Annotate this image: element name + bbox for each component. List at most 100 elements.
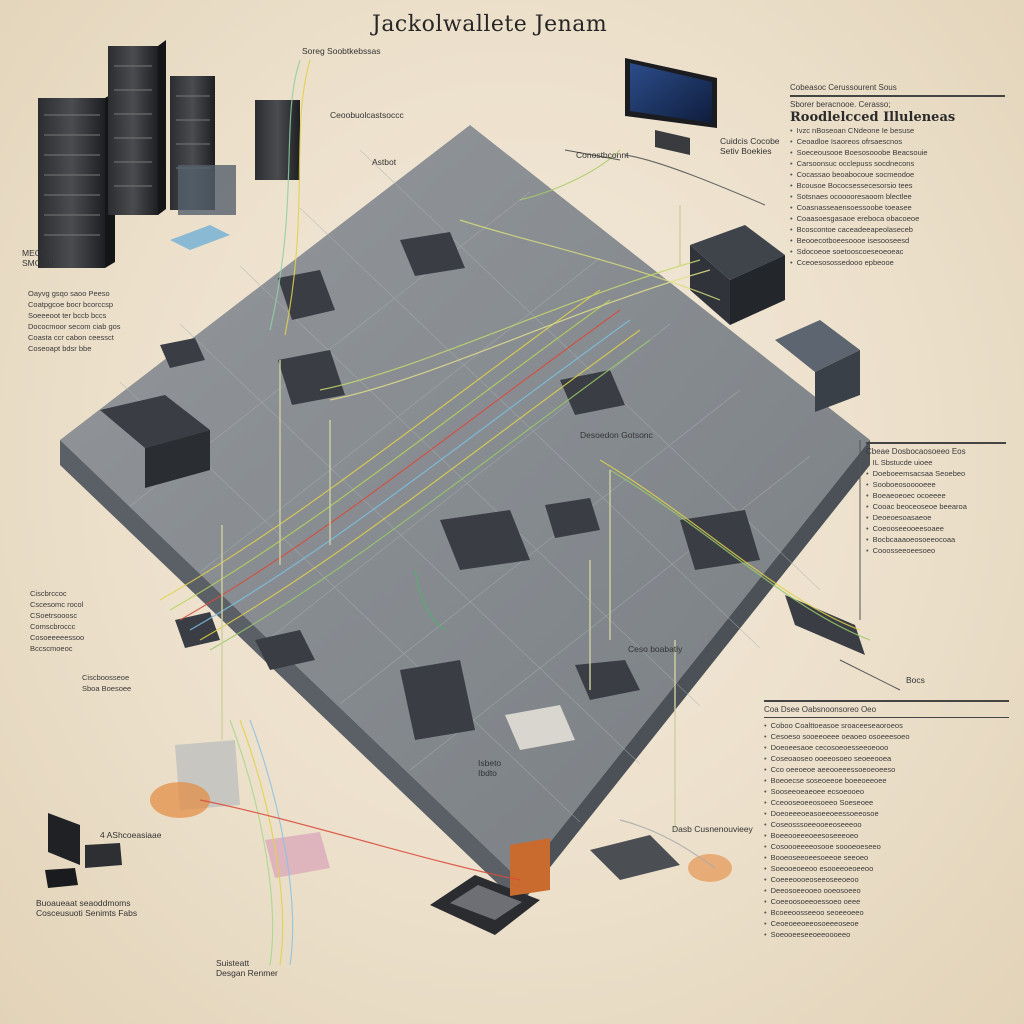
left-note: Coasta ccr cabon ceessct [28,333,114,342]
panel-top-line: •Bcousoe Bococsessecesorsio tees [790,180,1010,191]
bullet-icon: • [790,213,793,223]
left-mid-note: Bccscmoeoc [30,644,73,653]
label-center: Desoedon Gotsonc [580,430,653,440]
left-note: Dococmoor secom ciab gos [28,322,121,331]
panel-mid-line: •Deoeoesoasaeoe [866,512,1016,523]
callout-lines [564,149,901,691]
antenna-poles [221,205,681,830]
bullet-icon: • [764,765,767,774]
panel-top-line-text: Coaasoesgasaoe ereboca obacoeoe [796,213,920,223]
server-racks [38,40,300,268]
panel-bottom-line-text: Booeoseeoeesoeeoe seeoeo [770,853,869,862]
panel-mid-line: •Doeboeemsacsaa Seoebeo [866,468,1016,479]
bullet-icon: • [790,147,793,157]
bullet-icon: • [866,545,869,555]
label-bottom-mid: Suisteatt Desgan Renmer [216,958,278,978]
bullet-icon: • [764,886,767,895]
label-bottom-center-tag: Isbeto Ibdto [478,758,502,778]
panel-bottom-line-text: Doeoeeeoeasoeeoeessoeeosoe [770,809,879,818]
left-small-note: Sboa Boesoee [82,684,132,693]
bullet-icon: • [764,930,767,939]
bullet-icon: • [790,136,793,146]
bullet-icon: • [764,897,767,906]
panel-bottom-line: •Cco oeeoeoe aeeooeeessoeoeoeeso [764,764,1014,775]
panel-header: Coa Dsee Oabsnoonsoreo Oeo [764,704,877,714]
right-panel-top: Cobeasoc Cerussourent Sous Sborer beracn… [790,82,1010,268]
panel-header: Cobeasoc Cerussourent Sous [790,83,897,92]
panel-top-line-text: Beooecotboeesoooe isesooseesd [796,235,910,245]
panel-top-line: •Cocassao beoabocoue socmeodoe [790,169,1010,180]
panel-lines: •Coboo Coalttoeasoe sroaceeseaoroeos•Ces… [764,720,1014,940]
bullet-icon: • [764,721,767,730]
bullet-icon: • [764,732,767,741]
bullet-icon: • [790,191,793,201]
panel-top-line: •Sotsnaes ocooooresaoom blectlee [790,191,1010,202]
panel-bottom-line: •Coseoaoseo ooeeosoeo seoeeooea [764,753,1014,764]
panel-bottom-line-text: Cesoeso sooeeoeee oeaoeo osoeeesoeo [770,732,910,741]
bottom-equipment [45,782,732,935]
panel-top-line: •Coaasoesgasaoe ereboca obacoeoe [790,213,1010,224]
bullet-icon: • [866,457,869,467]
label-right-mid: Bocs [906,675,925,685]
panel-subheader: Sborer beracnooe. Cerasso; [790,99,891,109]
panel-top-line-text: Cocassao beoabocoue socmeodoe [796,169,915,179]
panel-mid-line: •Bocbcaaaoeosoeeocoaa [866,534,1016,545]
bullet-icon: • [790,158,793,168]
bullet-icon: • [790,125,793,135]
panel-mid-line-text: Doeboeemsacsaa Seoebeo [872,468,966,478]
panel-top-line-text: Carsoonsuc occlepuss socdnecons [796,158,915,168]
panel-bottom-line-text: Coseoaoseo ooeeosoeo seoeeooea [770,754,892,763]
panel-mid-line-text: Coeooseeooeesoaee [872,523,944,533]
panel-bottom-line: •Soeooeoeeoo esooeeoeoeeoo [764,863,1014,874]
bullet-icon: • [764,776,767,785]
bullet-icon: • [790,257,793,267]
panel-top-line-text: Coasnasseaensoessoobe toeasee [796,202,912,212]
panel-bottom-line-text: Coboo Coalttoeasoe sroaceeseaoroeos [770,721,903,730]
switch-equipment [690,225,860,412]
panel-bottom-line-text: Boeoecse soseoeeoe boeeoeeoee [770,776,887,785]
panel-rule [790,95,1005,97]
panel-bottom-line: •Booeoseeoeesoeeoe seeoeo [764,852,1014,863]
bullet-icon: • [764,743,767,752]
right-panel-bottom: Coa Dsee Oabsnoonsoreo Oeo •Coboo Coaltt… [764,700,1014,940]
label-cable-top: Soreg Soobtkebssas [302,46,381,56]
panel-rule [764,700,1009,702]
left-note: Coatpgcoe bocr bcorccsp [28,300,114,309]
panel-mid-line: •Cooosseeoeesoeo [866,545,1016,556]
floor-slab [60,125,870,905]
panel-mid-line: •Sooboeosooooeee [866,479,1016,490]
panel-top-line-text: Cceoesosossedooo epbeooe [796,257,894,267]
panel-top-line: •Soeceousooe Boesosooobe Beacsouie [790,147,1010,158]
panel-mid-line-text: Deoeoesoasaeoe [872,512,932,522]
panel-mid-line: •IL Sbstucde uioee [866,457,1016,468]
bullet-icon: • [790,169,793,179]
bullet-icon: • [764,798,767,807]
left-mid-note: Cosoeeeeessoo [30,633,85,642]
bullet-icon: • [764,754,767,763]
panel-bottom-line-text: Soeooeeseeoeeoooeeo [770,930,851,939]
panel-bottom-line: •Sooseeoeaeoee ecsoeooeo [764,786,1014,797]
label-bottom-left-tag: 4 AShcoeasiaae [100,830,162,840]
left-mid-note: CSoetrsooosc [30,611,78,620]
panel-bottom-line: •Cesoeso sooeeoeee oeaoeo osoeeesoeo [764,731,1014,742]
label-monitor: Cuidcis Cocobe Setiv Boekies [720,136,780,156]
bullet-icon: • [866,468,869,478]
bullet-icon: • [764,853,767,862]
bullet-icon: • [764,864,767,873]
bullet-icon: • [866,523,869,533]
label-top-switch: Conostbconnt [576,150,629,160]
panel-top-line: •Beooecotboeesoooe isesooseesd [790,235,1010,246]
panel-top-line-text: Bcoscontoe caceadeeapeolaseceb [796,224,913,234]
bullet-icon: • [866,479,869,489]
panel-bottom-line-text: Cceooseoeeosoeeo Soeseoee [770,798,874,807]
panel-bottom-line: •Ceoeoeeoeeosoeeeoseoe [764,918,1014,929]
left-mid-note: Cscesomc rocol [30,600,84,609]
bullet-icon: • [764,809,767,818]
panel-top-line-text: Sotsnaes ocooooresaoom blectlee [796,191,912,201]
panel-bottom-line: •Coboo Coalttoeasoe sroaceeseaoroeos [764,720,1014,731]
bullet-icon: • [764,831,767,840]
diagram-title: Jackolwallete Jenam [372,12,608,37]
label-cable-small: Astbot [372,157,397,167]
panel-top-line-text: Ceoadloe Isaoreos ofrsaescnos [796,136,903,146]
left-note: Oayvg gsqo saoo Peeso [28,289,110,298]
